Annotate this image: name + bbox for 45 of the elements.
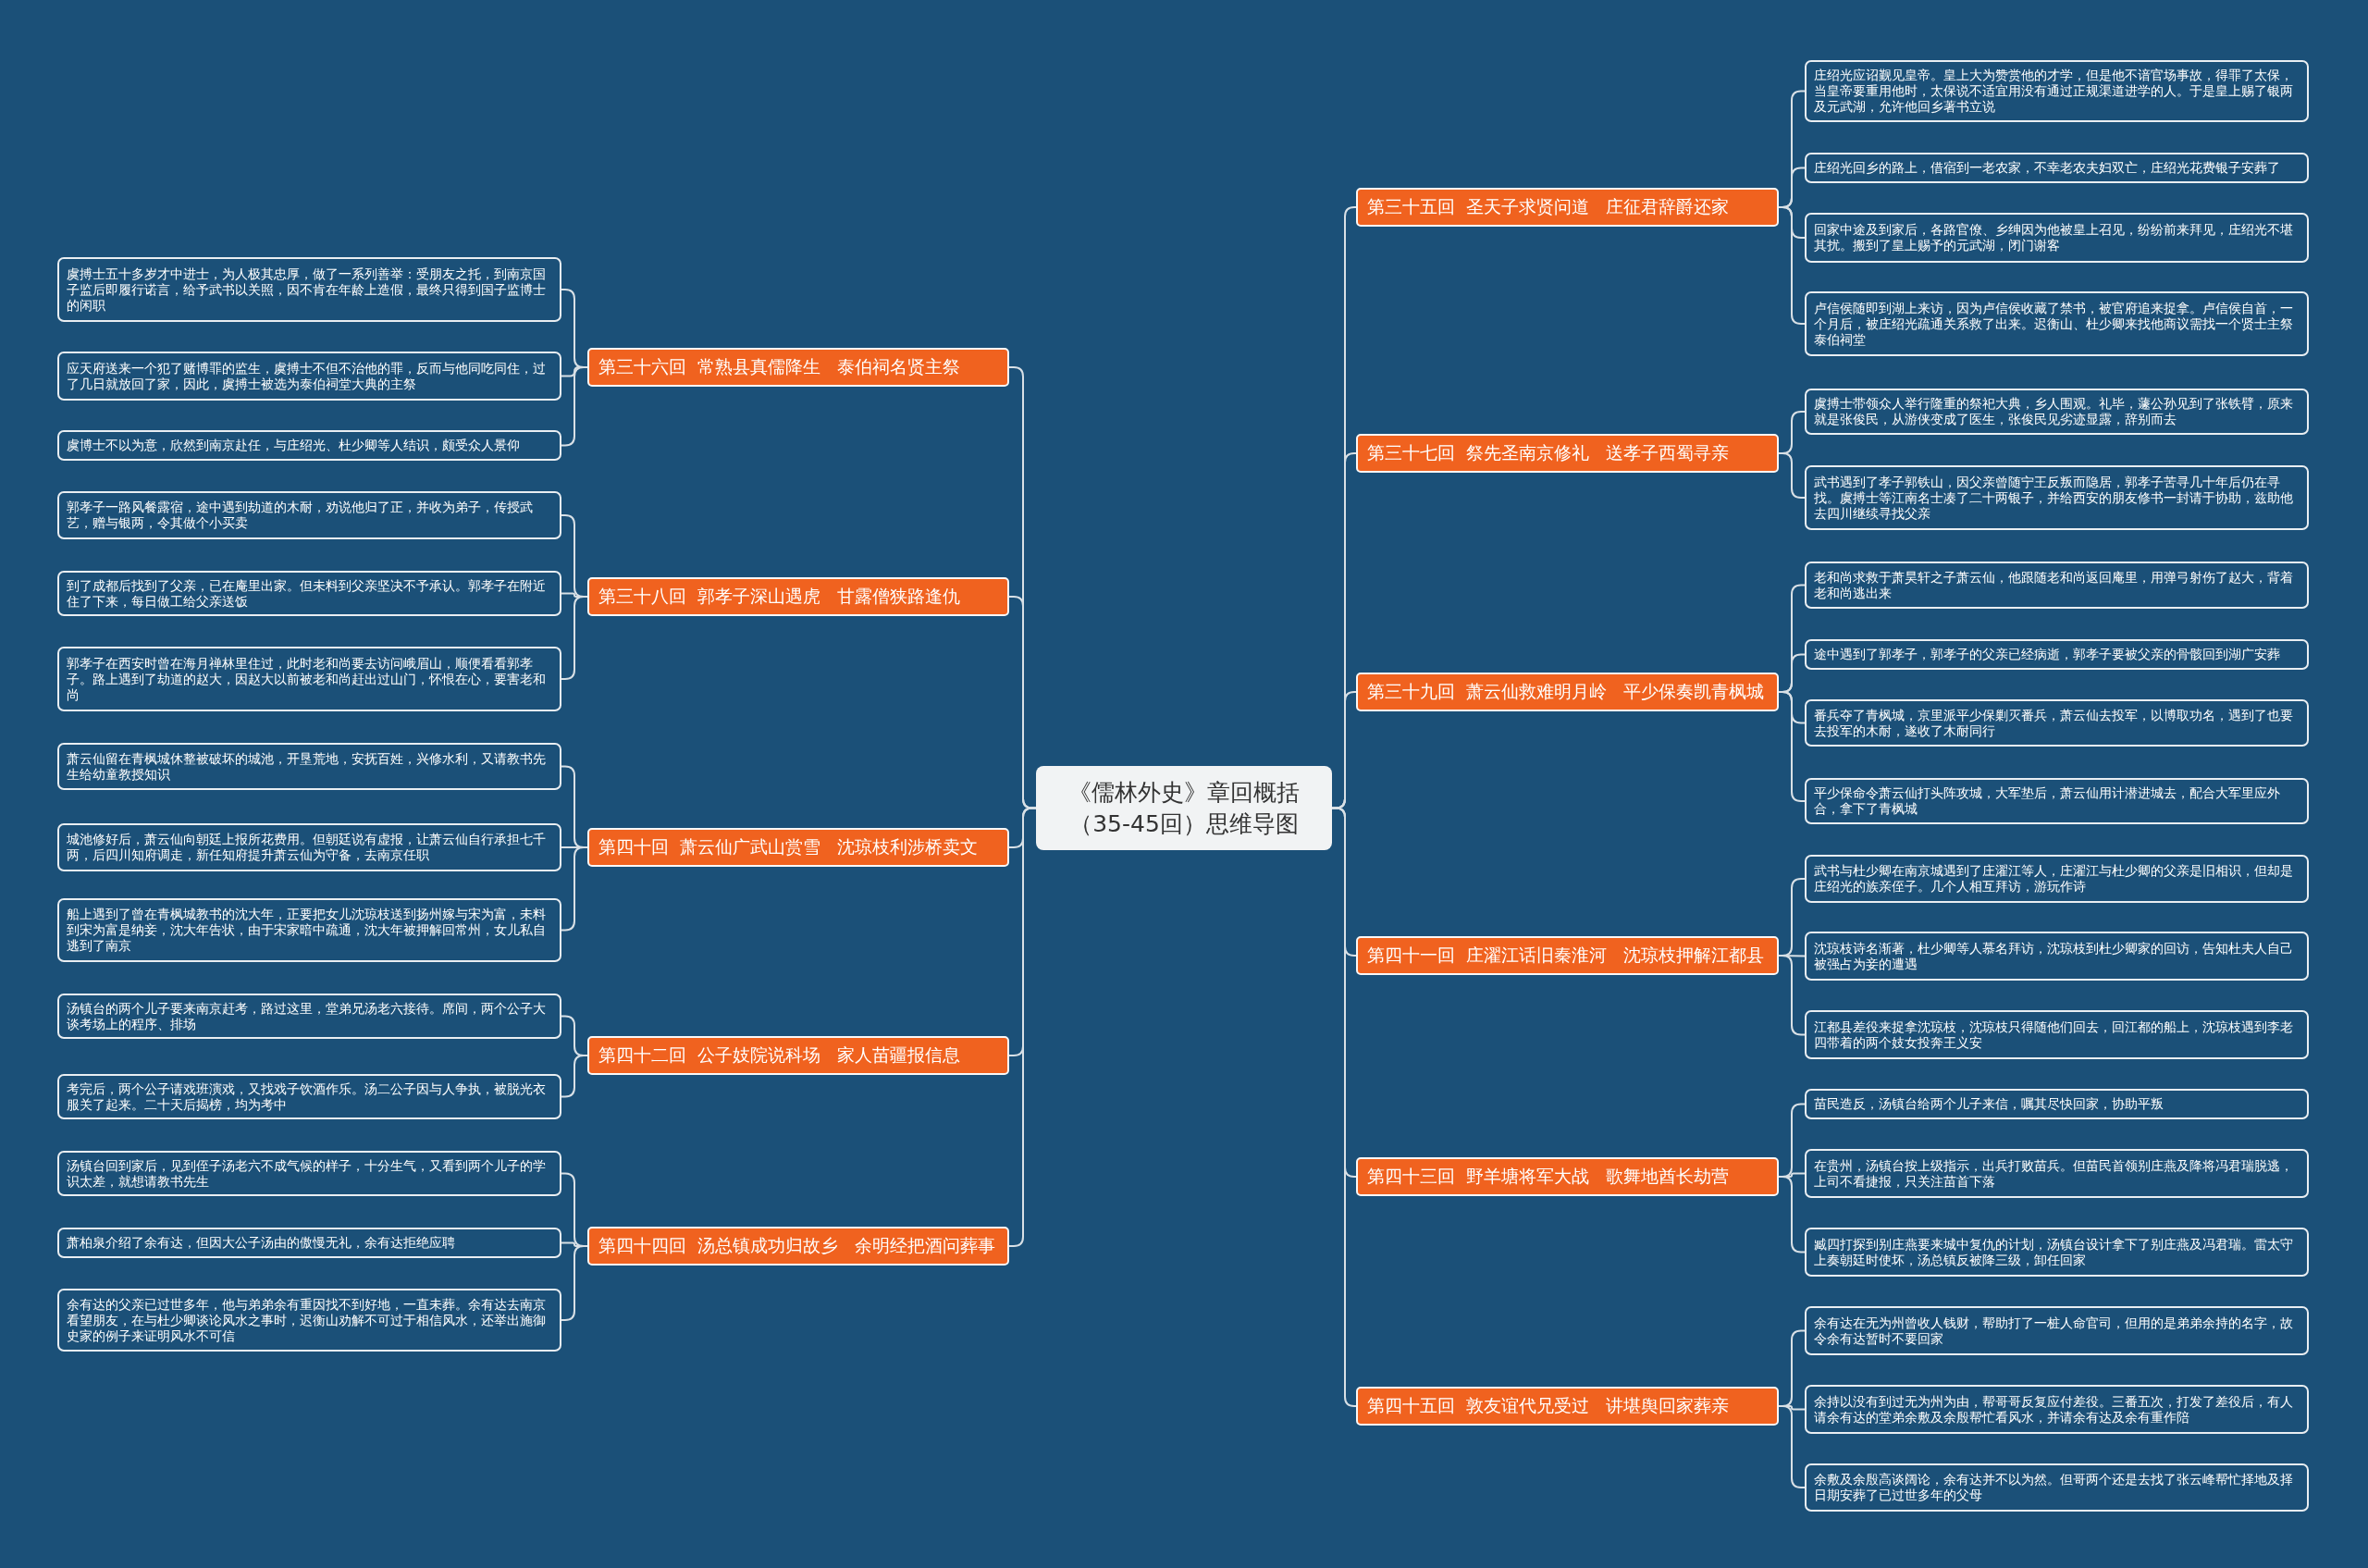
summary-box: 卢信侯随即到湖上来访，因为卢信侯收藏了禁书，被官府追来捉拿。卢信侯自首，一个月后，被庄绍光疏通关系救了出来。迟衡山、杜少卿来找他商议需找一个贤士主祭泰伯祠堂 xyxy=(1805,291,2309,356)
summary-box: 郭孝子在西安时曾在海月禅林里住过，此时老和尚要去访问峨眉山，顺便看看郭孝子。路上遇到了劫道的赵大，因赵大以前被老和尚赶出过山门，怀恨在心，要害老和尚 xyxy=(57,647,561,711)
summary-box: 回家中途及到家后，各路官僚、乡绅因为他被皇上召见，纷纷前来拜见，庄绍光不堪其扰。搬到了皇上赐予的元武湖，闭门谢客 xyxy=(1805,213,2309,263)
summary-box: 途中遇到了郭孝子，郭孝子的父亲已经病逝，郭孝子要被父亲的骨骸回到湖广安葬 xyxy=(1805,639,2309,670)
summary-box: 虞搏士五十多岁才中进士，为人极其忠厚，做了一系列善举：受朋友之托，到南京国子监后即履行诺言，给予武书以关照，因不肯在年龄上造假，最终只得到国子监博士的闲职 xyxy=(57,257,561,322)
chapter-box: 第四十回 萧云仙广武山赏雪 沈琼枝利涉桥卖文 xyxy=(587,828,1009,867)
summary-box: 在贵州，汤镇台按上级指示，出兵打败苗兵。但苗民首领别庄燕及降将冯君瑞脱逃，上司不看捷报，只关注苗首下落 xyxy=(1805,1149,2309,1198)
summary-box: 武书遇到了孝子郭铁山，因父亲曾随宁王反叛而隐居，郭孝子苦寻几十年后仍在寻找。虞搏士等江南名士凑了二十两银子，并给西安的朋友修书一封请于协助，兹助他去四川继续寻找父亲 xyxy=(1805,465,2309,530)
summary-box: 到了成都后找到了父亲，已在庵里出家。但未料到父亲坚决不予承认。郭孝子在附近住了下来，每日做工给父亲送饭 xyxy=(57,571,561,616)
chapter-box: 第三十七回 祭先圣南京修礼 送孝子西蜀寻亲 xyxy=(1356,434,1779,473)
summary-box: 考完后，两个公子请戏班演戏，又找戏子饮酒作乐。汤二公子因与人争执，被脱光衣服关了起来。二十天后揭榜，均为考中 xyxy=(57,1074,561,1119)
summary-box: 萧柏泉介绍了余有达，但因大公子汤由的傲慢无礼，余有达拒绝应聘 xyxy=(57,1228,561,1258)
chapter-box: 第三十九回 萧云仙救难明月岭 平少保奏凯青枫城 xyxy=(1356,673,1779,711)
chapter-box: 第三十六回 常熟县真儒降生 泰伯祠名贤主祭 xyxy=(587,348,1009,387)
chapter-box: 第三十五回 圣天子求贤问道 庄征君辞爵还家 xyxy=(1356,188,1779,227)
chapter-box: 第四十四回 汤总镇成功归故乡 余明经把酒问葬事 xyxy=(587,1227,1009,1266)
summary-box: 城池修好后，萧云仙向朝廷上报所花费用。但朝廷说有虚报，让萧云仙自行承担七千两，后四川知府调走，新任知府提升萧云仙为守备，去南京任职 xyxy=(57,823,561,871)
summary-box: 老和尚求救于萧昊轩之子萧云仙，他跟随老和尚返回庵里，用弹弓射伤了赵大，背着老和尚逃出来 xyxy=(1805,562,2309,609)
summary-box: 沈琼枝诗名渐著，杜少卿等人慕名拜访，沈琼枝到杜少卿家的回访，告知杜夫人自己被强占为妾的遭遇 xyxy=(1805,932,2309,981)
summary-box: 余持以没有到过无为州为由，帮哥哥反复应付差役。三番五次，打发了差役后，有人请余有达的堂弟余敷及余殷帮忙看风水，并请余有达及余有重作陪 xyxy=(1805,1385,2309,1434)
summary-box: 萧云仙留在青枫城休整被破坏的城池，开垦荒地，安抚百姓，兴修水利，又请教书先生给幼童教授知识 xyxy=(57,743,561,790)
summary-box: 船上遇到了曾在青枫城教书的沈大年，正要把女儿沈琼枝送到扬州嫁与宋为富，未料到宋为富是纳妾，沈大年告状，由于宋家暗中疏通，沈大年被押解回常州，女儿私自逃到了南京 xyxy=(57,898,561,962)
summary-box: 臧四打探到别庄燕要来城中复仇的计划，汤镇台设计拿下了别庄燕及冯君瑞。雷太守上奏朝廷时使坏，汤总镇反被降三级，卸任回家 xyxy=(1805,1228,2309,1277)
summary-box: 番兵夺了青枫城，京里派平少保剿灭番兵，萧云仙去投军，以博取功名，遇到了也要去投军的木耐，遂收了木耐同行 xyxy=(1805,699,2309,747)
summary-box: 郭孝子一路风餐露宿，途中遇到劫道的木耐，劝说他归了正，并收为弟子，传授武艺，赠与银两，令其做个小买卖 xyxy=(57,491,561,539)
summary-box: 庄绍光回乡的路上，借宿到一老农家，不幸老农夫妇双亡，庄绍光花费银子安葬了 xyxy=(1805,153,2309,183)
summary-box: 庄绍光应诏觐见皇帝。皇上大为赞赏他的才学，但是他不谙官场事故，得罪了太保，当皇帝要重用他时，太保说不适宜用没有通过正规渠道进学的人。于是皇上赐了银两及元武湖，允许他回乡著书立说 xyxy=(1805,60,2309,122)
summary-box: 武书与杜少卿在南京城遇到了庄濯江等人，庄濯江与杜少卿的父亲是旧相识，但却是庄绍光的族亲侄子。几个人相互拜访，游玩作诗 xyxy=(1805,855,2309,903)
chapter-box: 第四十三回 野羊塘将军大战 歌舞地酋长劫营 xyxy=(1356,1157,1779,1196)
summary-box: 余敷及余殷高谈阔论，余有达并不以为然。但哥两个还是去找了张云峰帮忙择地及择日期安葬了已过世多年的父母 xyxy=(1805,1463,2309,1512)
summary-box: 江都县差役来捉拿沈琼枝，沈琼枝只得随他们回去，回江都的船上，沈琼枝遇到李老四带着的两个妓女投奔王义安 xyxy=(1805,1010,2309,1059)
chapter-box: 第四十一回 庄濯江话旧秦淮河 沈琼枝押解江都县 xyxy=(1356,936,1779,975)
summary-box: 平少保命令萧云仙打头阵攻城，大军垫后，萧云仙用计潜进城去，配合大军里应外合，拿下了青枫城 xyxy=(1805,778,2309,824)
chapter-box: 第四十五回 敦友谊代兄受过 讲堪舆回家葬亲 xyxy=(1356,1387,1779,1426)
chapter-box: 第四十二回 公子妓院说科场 家人苗疆报信息 xyxy=(587,1036,1009,1075)
summary-box: 应天府送来一个犯了赌博罪的监生，虞搏士不但不治他的罪，反而与他同吃同住，过了几日就放回了家，因此，虞搏士被选为泰伯祠堂大典的主祭 xyxy=(57,352,561,401)
summary-box: 虞搏士带领众人举行隆重的祭祀大典，乡人围观。礼毕，蘧公孙见到了张铁臂，原来就是张俊民，从游侠变成了医生，张俊民见劣迹显露，辞别而去 xyxy=(1805,389,2309,435)
summary-box: 余有达在无为州曾收人钱财，帮助打了一桩人命官司，但用的是弟弟余持的名字，故令余有达暂时不要回家 xyxy=(1805,1306,2309,1355)
central-topic-box: 《儒林外史》章回概括（35-45回）思维导图 xyxy=(1036,766,1332,850)
chapter-box: 第三十八回 郭孝子深山遇虎 甘露僧狭路逢仇 xyxy=(587,577,1009,616)
summary-box: 虞博士不以为意，欣然到南京赴任，与庄绍光、杜少卿等人结识，颇受众人景仰 xyxy=(57,430,561,461)
summary-box: 汤镇台回到家后，见到侄子汤老六不成气候的样子，十分生气，又看到两个儿子的学识太差，就想请教书先生 xyxy=(57,1151,561,1196)
summary-box: 汤镇台的两个儿子要来南京赶考，路过这里，堂弟兄汤老六接待。席间，两个公子大谈考场上的程序、排场 xyxy=(57,994,561,1039)
summary-box: 余有达的父亲已过世多年，他与弟弟余有重因找不到好地，一直未葬。余有达去南京看望朋友，在与杜少卿谈论风水之事时，迟衡山劝解不可过于相信风水，还举出施御史家的例子来证明风水不可信 xyxy=(57,1289,561,1352)
summary-box: 苗民造反，汤镇台给两个儿子来信，嘱其尽快回家，协助平叛 xyxy=(1805,1089,2309,1119)
